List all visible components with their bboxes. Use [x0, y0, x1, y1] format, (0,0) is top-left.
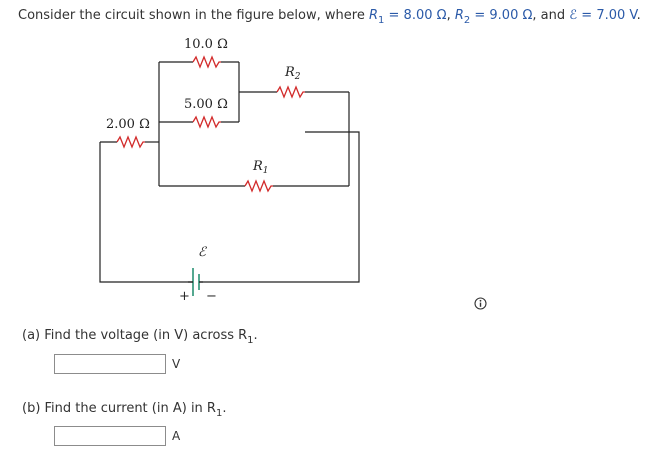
- label-2ohm: 2.00 Ω: [106, 117, 150, 132]
- voltage-answer-input[interactable]: [54, 354, 166, 374]
- battery-symbol: [188, 268, 203, 296]
- part-a-answer-row: V: [54, 354, 180, 374]
- current-answer-input[interactable]: [54, 426, 166, 446]
- resistor-r2: [276, 85, 305, 99]
- part-a-label: (a) Find the voltage (in V) across R1.: [22, 328, 258, 346]
- part-b-label: (b) Find the current (in A) in R1.: [22, 401, 227, 419]
- unit-volts: V: [165, 354, 180, 374]
- label-5ohm: 5.00 Ω: [184, 97, 228, 112]
- part-b-answer-row: A: [54, 426, 180, 446]
- label-plus: +: [179, 289, 190, 304]
- resistor-2ohm: [116, 135, 145, 149]
- circuit-diagram: 10.0 Ω 5.00 Ω 2.00 Ω R2 R1 ℰ + −: [99, 37, 360, 304]
- info-circle-icon[interactable]: [474, 297, 487, 310]
- label-r2: R2: [284, 65, 301, 82]
- label-emf: ℰ: [198, 245, 207, 260]
- emf-given: ℰ = 7.00 V: [569, 8, 637, 23]
- unit-amps: A: [165, 426, 180, 446]
- label-minus: −: [206, 289, 217, 304]
- problem-statement: Consider the circuit shown in the figure…: [18, 8, 641, 26]
- label-r1: R1: [252, 159, 269, 176]
- resistor-10ohm: [192, 55, 221, 69]
- problem-intro: Consider the circuit shown in the figure…: [18, 8, 365, 23]
- resistor-r1: [244, 179, 273, 193]
- resistor-5ohm: [192, 115, 221, 129]
- r1-given: R1 = 8.00 Ω: [368, 8, 447, 26]
- label-10ohm: 10.0 Ω: [184, 37, 228, 52]
- r2-given: R2 = 9.00 Ω: [454, 8, 533, 26]
